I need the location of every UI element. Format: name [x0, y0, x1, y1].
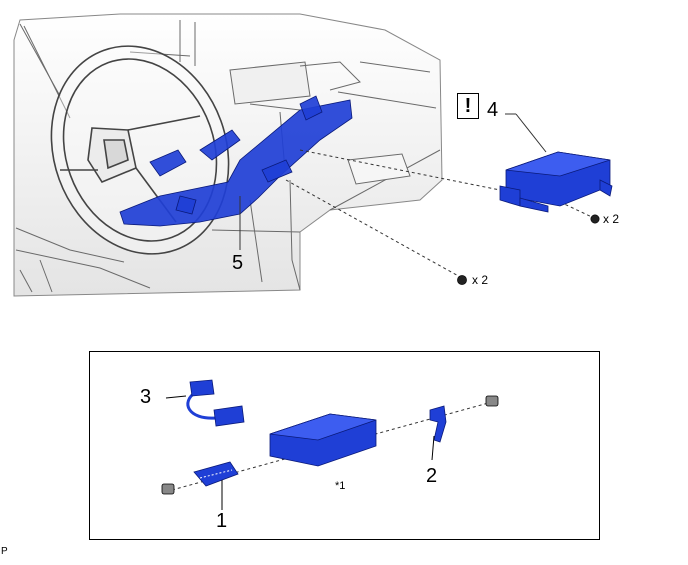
corner-mark: P	[1, 546, 8, 557]
note-marker: *1	[335, 480, 346, 492]
bracket-2	[429, 405, 447, 443]
quantity-label: x 2	[472, 273, 489, 287]
caution-icon: !	[457, 93, 479, 119]
ecu-module-detail	[269, 413, 377, 467]
screw-icon	[161, 395, 499, 495]
callout-5: 5	[232, 252, 244, 274]
caution-mark: !	[464, 94, 472, 117]
bracket-1	[193, 461, 239, 487]
quantity-label: x 2	[603, 212, 620, 226]
guide-lines	[239, 113, 595, 279]
bracket-highlight	[119, 95, 353, 227]
ecu-module-4	[499, 151, 613, 213]
exploded-view-frame	[89, 351, 600, 540]
exploded-view	[161, 379, 499, 510]
wire-harness-3	[186, 379, 245, 427]
screw-icon	[457, 214, 600, 285]
callout-2: 2	[426, 465, 438, 487]
callout-1: 1	[216, 510, 228, 532]
callout-4: 4	[487, 99, 499, 121]
callout-3: 3	[140, 386, 152, 408]
